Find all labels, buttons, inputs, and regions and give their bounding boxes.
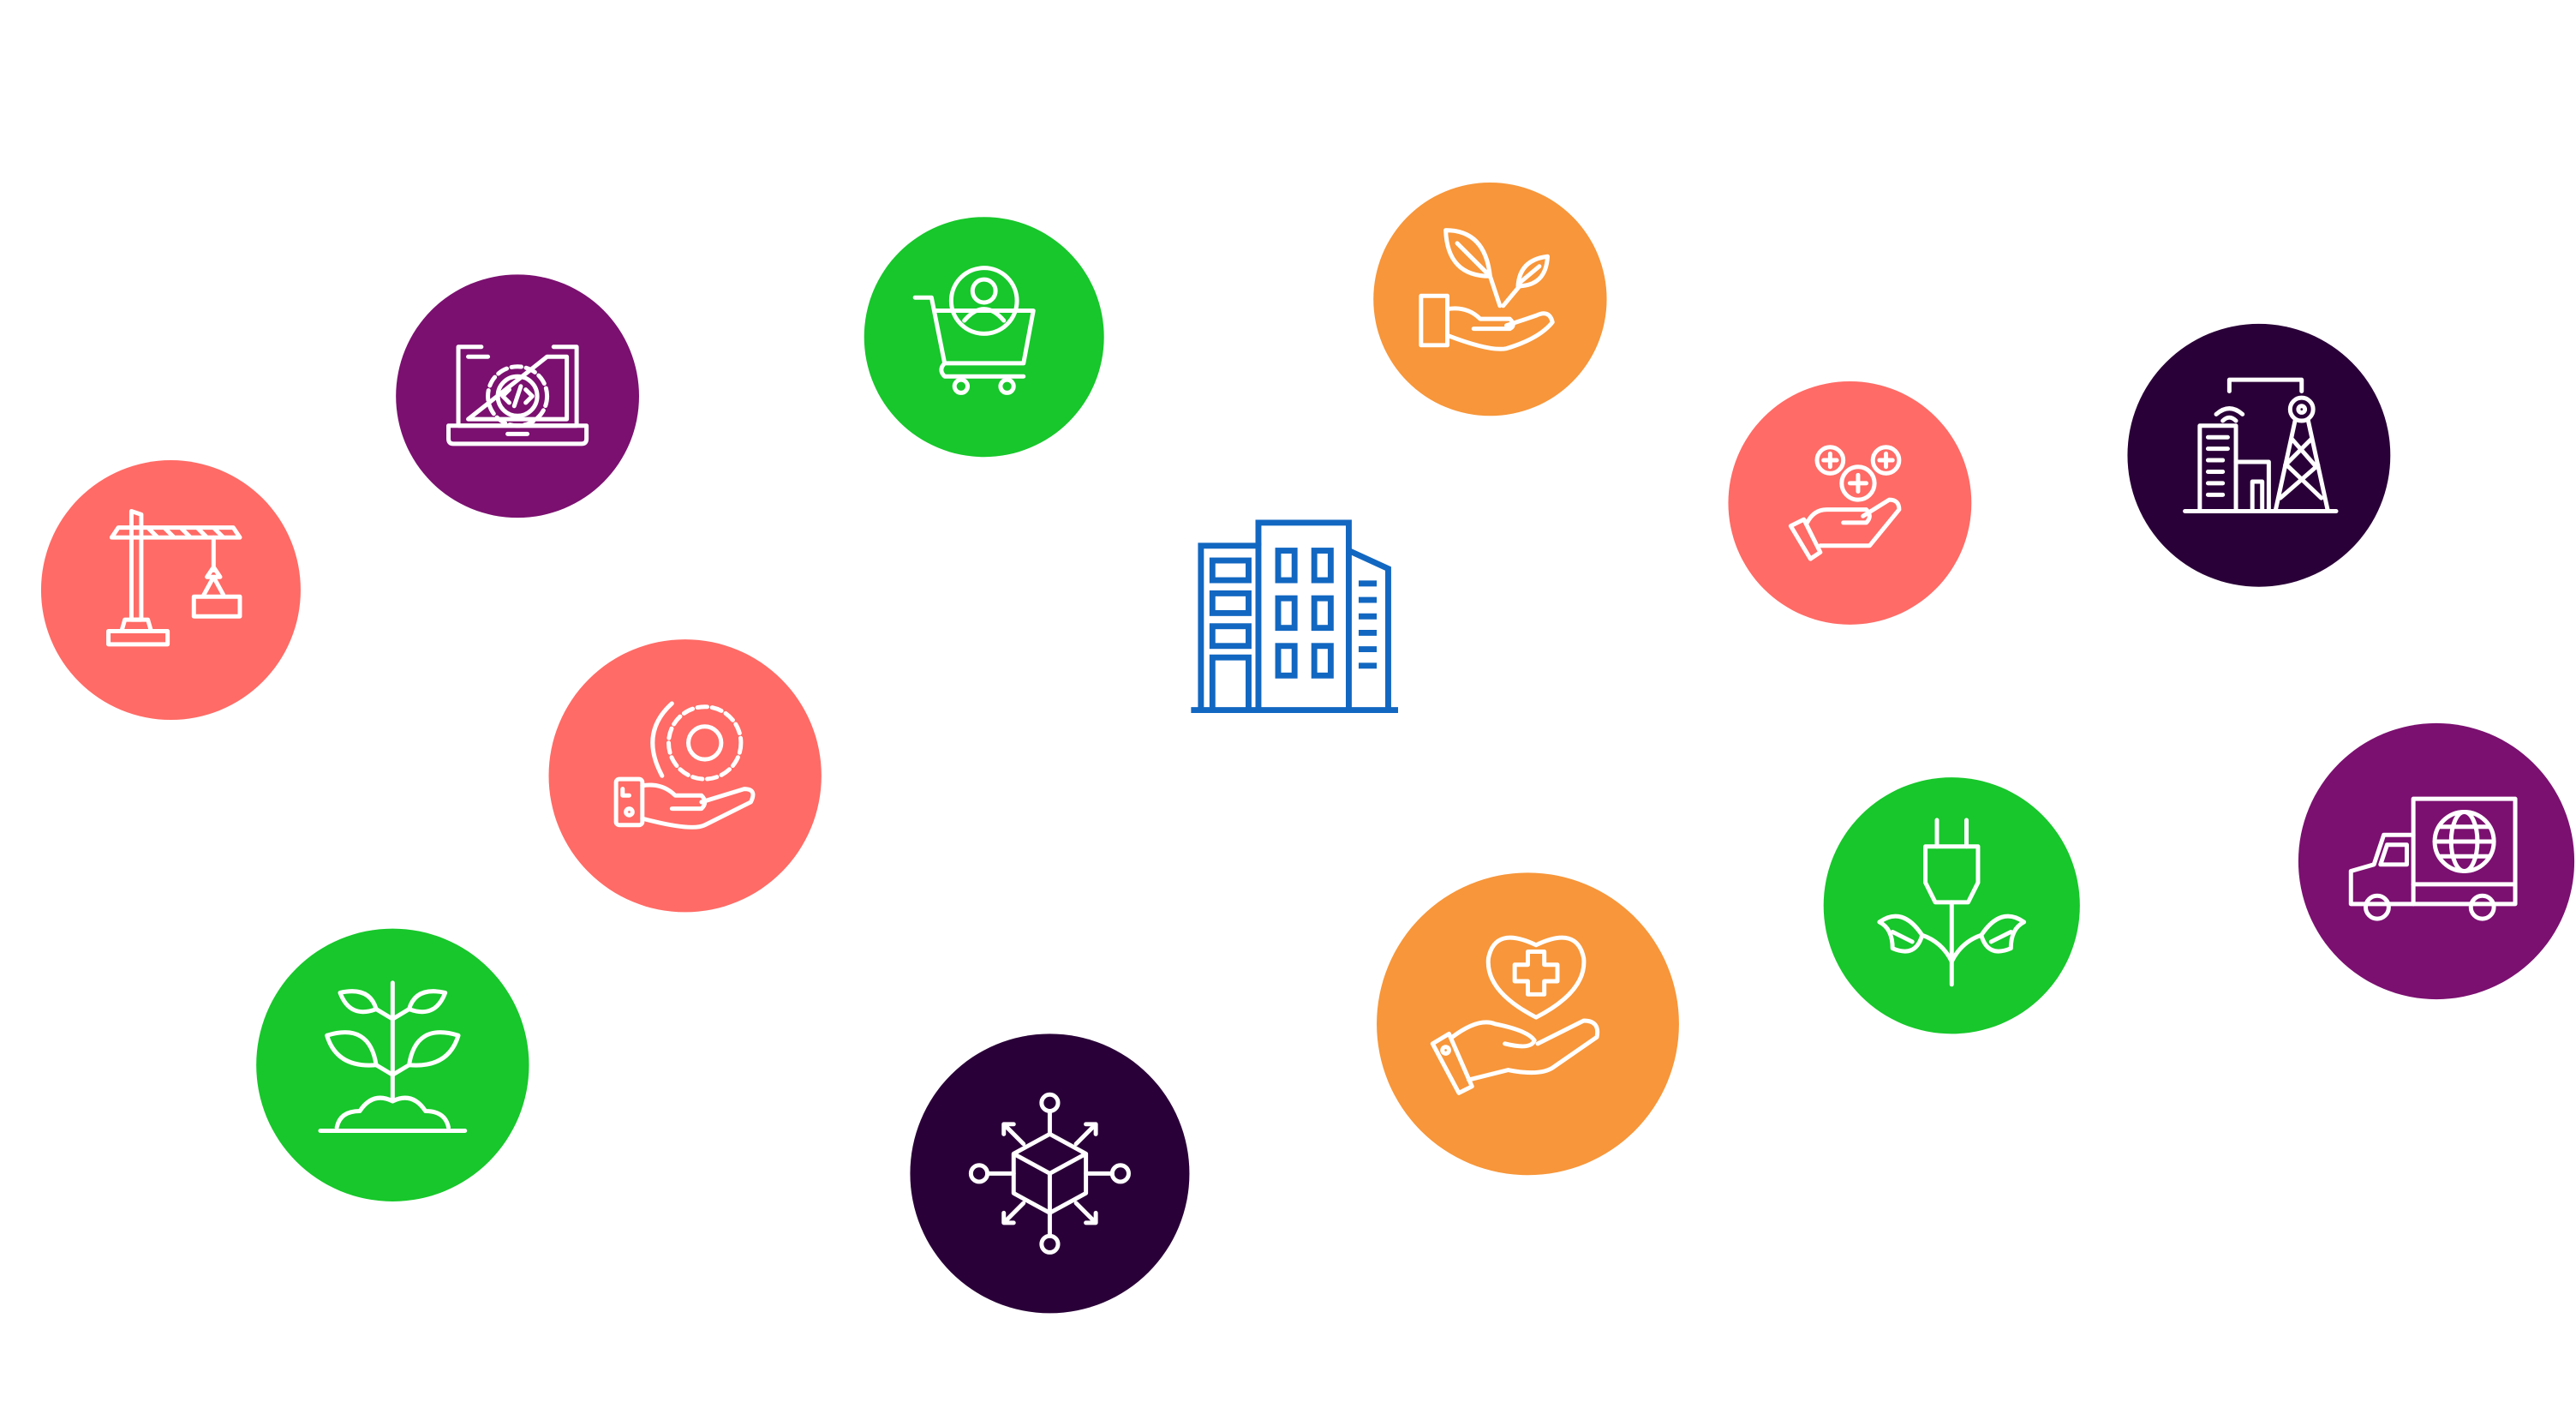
shopping-cart-badge [864,217,1104,458]
badge-circle [1377,872,1679,1176]
heart-care-hand-icon [1430,935,1600,1095]
laptop-gear-badge [396,274,639,518]
hand-coins-icon [1788,445,1902,561]
crane-badge [40,460,301,721]
plug-plant-icon [1877,818,2027,987]
delivery-truck-globe-icon [2348,796,2518,921]
smart-city-badge [2127,323,2391,587]
badge-circle [40,460,301,721]
office-building-icon [1191,519,1398,713]
badge-circle [1373,182,1607,416]
badge-circle [2127,323,2391,587]
heart-care-badge [1377,872,1679,1176]
growing-plant-icon [318,980,468,1133]
smart-city-tower-icon [2183,377,2339,513]
cube-network-icon [968,1092,1131,1255]
hand-gear-icon [613,701,756,830]
laptop-gear-code-icon [446,345,589,446]
crane-icon [106,509,242,647]
hand-gear-badge [548,639,822,913]
badge-circle [864,217,1104,458]
hand-plant-icon [1419,228,1555,351]
plug-plant-badge [1823,777,2080,1034]
truck-badge [2298,722,2575,1000]
growing-plant-badge [256,928,529,1201]
cube-network-badge [910,1034,1190,1314]
badge-circle [1728,381,1972,625]
badge-circle [548,639,822,913]
shopping-cart-user-icon [912,266,1036,395]
hand-plant-badge [1373,182,1607,416]
badge-circle [2298,722,2575,1000]
hand-coins-badge [1728,381,1972,625]
